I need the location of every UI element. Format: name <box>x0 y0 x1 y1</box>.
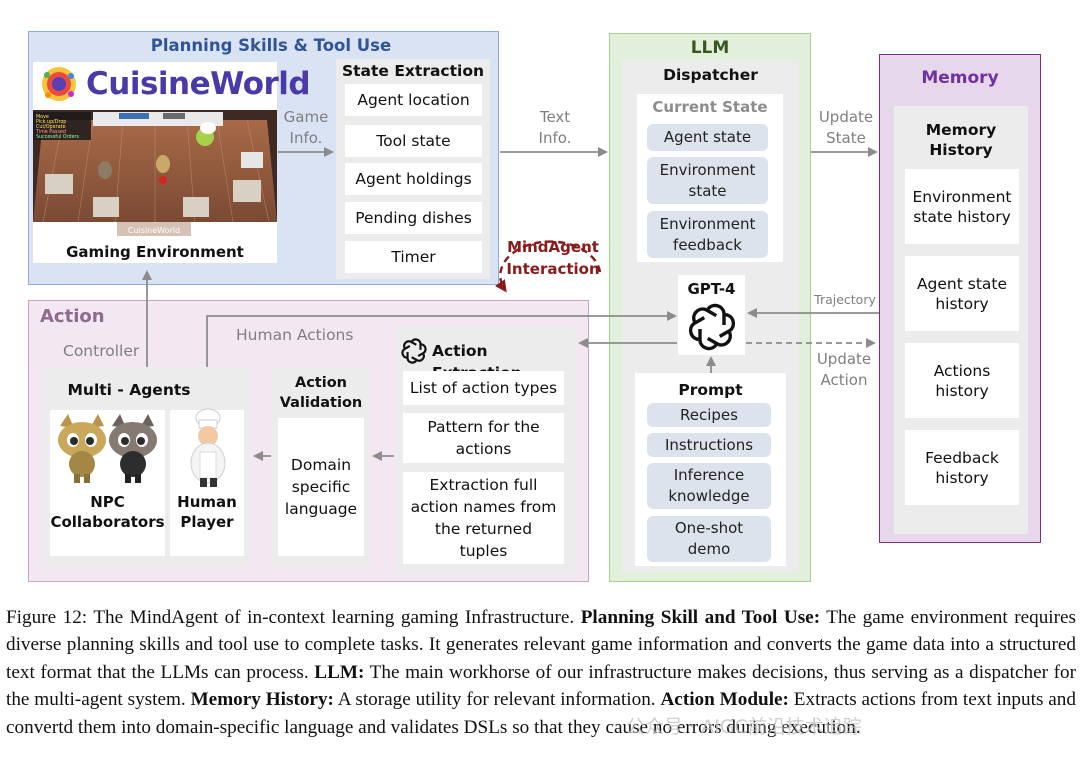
caption-bold-segment: Action Module: <box>660 689 789 710</box>
caption-bold-segment: Memory History: <box>191 689 334 710</box>
caption-segment: Figure 12: The MindAgent of in-context l… <box>6 607 581 628</box>
mindagent-interaction-loop <box>500 242 600 290</box>
caption-bold-segment: Planning Skill and Tool Use: <box>581 607 820 628</box>
caption-segment: A storage utility for relevant informati… <box>334 689 661 710</box>
arrow-human-actions <box>207 316 675 367</box>
caption-watermark: 公众号 · AIGC前沿技术追踪 <box>626 714 1046 740</box>
caption-bold-segment: LLM: <box>314 662 364 683</box>
connectors <box>0 0 1080 600</box>
